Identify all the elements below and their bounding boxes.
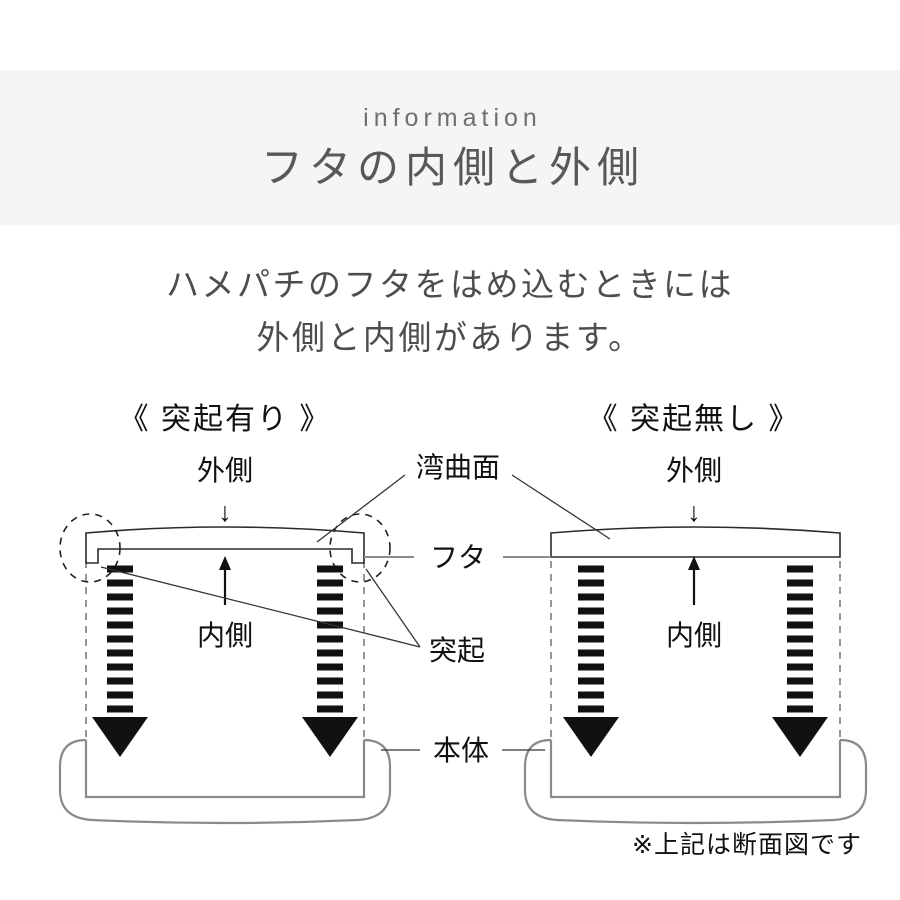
information-header-band: information フタの内側と外側 — [0, 70, 900, 225]
lead-line-2: 外側と内側があります。 — [256, 319, 644, 357]
diagram-right-group: 《 突起無し 》 外側 ↓ 内側 — [523, 403, 868, 825]
left-inside-arrow-head-icon — [219, 556, 231, 570]
left-protrusion-highlight-right — [329, 513, 391, 583]
protrusion-label: 突起 — [429, 635, 485, 666]
left-lid-shape — [85, 526, 365, 564]
curved-surface-label: 湾曲面 — [416, 452, 500, 483]
left-heading: 《 突起有り 》 — [119, 403, 332, 436]
lead-paragraph: ハメパチのフタをはめ込むときには 外側と内側があります。 — [0, 258, 900, 365]
right-body-outline — [523, 738, 868, 825]
lead-line-1: ハメパチのフタをはめ込むときには — [166, 266, 734, 303]
curved-surface-leader-left — [316, 474, 406, 543]
right-body-inner-rim — [549, 740, 842, 799]
diagram-svg: 《 突起有り 》 外側 ↓ 内側 — [58, 403, 868, 859]
right-outside-arrow-icon: ↓ — [687, 497, 701, 527]
curved-surface-leader-right — [511, 474, 611, 540]
left-protrusion-highlight-left — [59, 513, 121, 583]
diagram-left-group: 《 突起有り 》 外側 ↓ 内側 — [58, 403, 392, 825]
cross-section-diagram: 《 突起有り 》 外側 ↓ 内側 — [0, 385, 900, 885]
left-outside-arrow-icon: ↓ — [218, 497, 232, 527]
protrusion-leader-2 — [365, 568, 421, 648]
body-label: 本体 — [433, 735, 489, 766]
page-title: フタの内側と外側 — [260, 144, 645, 191]
right-insertion-arrow-1 — [563, 565, 619, 757]
left-body-inner-rim — [84, 740, 366, 799]
right-outside-label: 外側 — [666, 455, 722, 486]
lid-label: フタ — [430, 542, 486, 573]
right-heading: 《 突起無し 》 — [588, 403, 801, 436]
header-eyebrow: information — [363, 104, 542, 132]
right-inside-arrow-head-icon — [688, 556, 700, 570]
left-outside-label: 外側 — [197, 455, 253, 486]
right-inside-label: 内側 — [666, 620, 722, 651]
left-body-outline — [58, 738, 392, 825]
left-insertion-arrow-2 — [302, 565, 358, 757]
right-lid-shape — [550, 526, 841, 558]
left-insertion-arrow-1 — [92, 565, 148, 757]
right-insertion-arrow-2 — [772, 565, 828, 757]
center-callouts: 湾曲面 フタ 突起 本体 — [100, 452, 611, 766]
footnote: ※上記は断面図です — [632, 831, 862, 859]
left-inside-label: 内側 — [197, 620, 253, 651]
protrusion-leader-1 — [100, 566, 421, 648]
